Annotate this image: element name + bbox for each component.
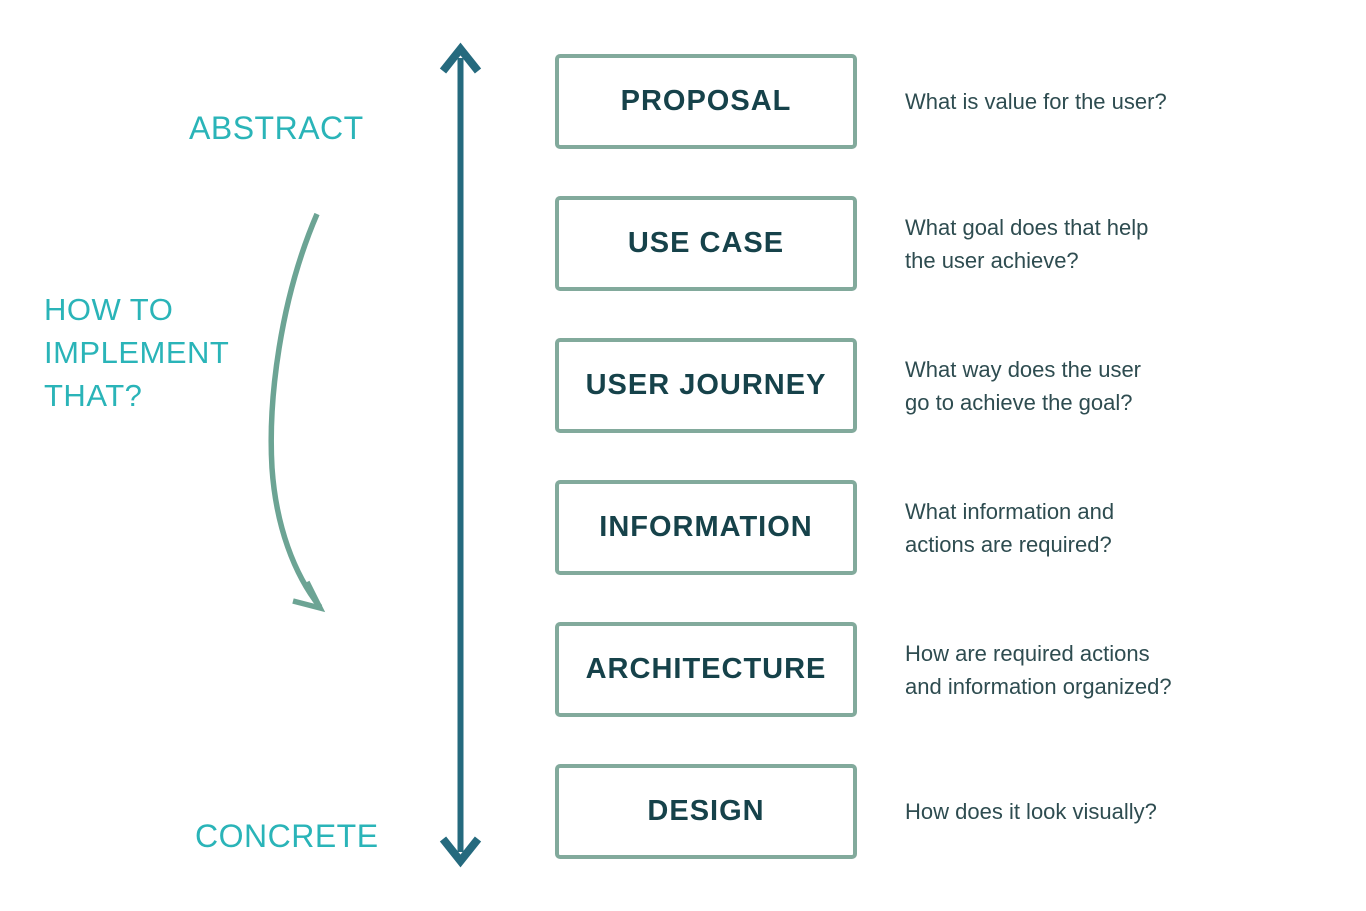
- question-line: What is value for the user?: [905, 89, 1167, 114]
- level-box-label: PROPOSAL: [620, 85, 792, 117]
- how-to-implement-note: HOW TO IMPLEMENT THAT?: [44, 288, 229, 417]
- concrete-label: CONCRETE: [195, 818, 379, 854]
- level-row-use-case: USE CASE What goal does that help the us…: [555, 196, 1315, 291]
- level-question-information: What information and actions are require…: [905, 480, 1114, 575]
- level-question-use-case: What goal does that help the user achiev…: [905, 196, 1148, 291]
- question-line: How does it look visually?: [905, 799, 1157, 824]
- level-box-architecture: ARCHITECTURE: [555, 622, 857, 717]
- question-line: the user achieve?: [905, 247, 1079, 273]
- level-box-user-journey: USER JOURNEY: [555, 338, 857, 433]
- vertical-axis-arrow: [439, 42, 482, 868]
- axis-arrowhead-up-icon: [439, 42, 482, 74]
- question-line: What way does the user: [905, 356, 1142, 382]
- level-box-proposal: PROPOSAL: [555, 54, 857, 149]
- level-box-label: USE CASE: [627, 227, 785, 259]
- level-box-design: DESIGN: [555, 764, 857, 859]
- level-row-design: DESIGN How does it look visually?: [555, 764, 1315, 859]
- question-line: How are required actions: [905, 640, 1150, 666]
- curve-arrowhead-icon: [292, 580, 326, 613]
- curve-arrow-shaft: [268, 212, 323, 609]
- axis-arrowhead-down-icon: [439, 836, 482, 868]
- level-box-use-case: USE CASE: [555, 196, 857, 291]
- question-line: actions are required?: [905, 531, 1112, 557]
- level-box-label: INFORMATION: [599, 511, 813, 543]
- level-question-design: How does it look visually?: [905, 764, 1157, 859]
- question-line: What goal does that help: [905, 214, 1149, 240]
- level-question-proposal: What is value for the user?: [905, 54, 1167, 149]
- level-row-architecture: ARCHITECTURE How are required actions an…: [555, 622, 1315, 717]
- question-line: What information and: [905, 498, 1115, 524]
- level-box-label: ARCHITECTURE: [585, 653, 827, 685]
- level-question-architecture: How are required actions and information…: [905, 622, 1172, 717]
- side-note-line-2: IMPLEMENT: [44, 335, 230, 370]
- implement-curve-arrow: [268, 212, 326, 613]
- side-note-line-1: HOW TO: [44, 292, 174, 327]
- abstract-label: ABSTRACT: [189, 110, 364, 146]
- level-box-information: INFORMATION: [555, 480, 857, 575]
- side-note-line-3: THAT?: [44, 378, 143, 413]
- level-box-label: DESIGN: [647, 795, 765, 827]
- level-question-user-journey: What way does the user go to achieve the…: [905, 338, 1141, 433]
- level-row-user-journey: USER JOURNEY What way does the user go t…: [555, 338, 1315, 433]
- level-row-proposal: PROPOSAL What is value for the user?: [555, 54, 1315, 149]
- question-line: and information organized?: [905, 673, 1172, 699]
- question-line: go to achieve the goal?: [905, 389, 1133, 415]
- level-row-information: INFORMATION What information and actions…: [555, 480, 1315, 575]
- level-box-label: USER JOURNEY: [585, 369, 827, 401]
